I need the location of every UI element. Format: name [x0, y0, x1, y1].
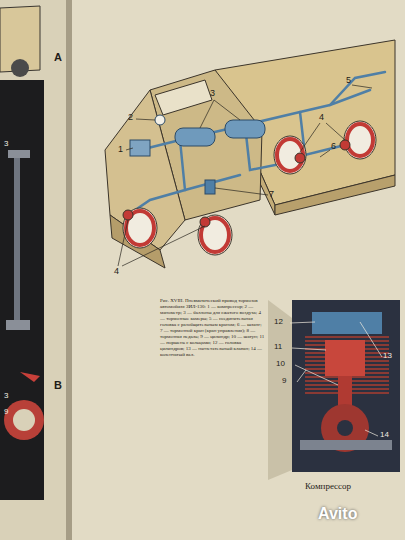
inset-title: Компрессор: [305, 482, 351, 491]
callout-number: 10: [276, 360, 285, 368]
callout-number: 11: [274, 343, 282, 351]
callout-number: 9: [282, 377, 286, 385]
callout-number: 3: [210, 89, 215, 98]
callout-number: 2: [128, 113, 133, 122]
callout-number: 9: [4, 408, 8, 416]
callout-number: 7: [269, 190, 274, 199]
view-letter: А: [54, 52, 62, 63]
callout-number: 14: [380, 431, 389, 439]
watermark: Avito: [318, 506, 357, 522]
callout-number: 13: [383, 352, 392, 360]
callout-number: 12: [274, 318, 283, 326]
callout-number: 4: [114, 267, 119, 276]
callout-number: 4: [319, 113, 324, 122]
callout-number: 6: [331, 142, 336, 151]
callout-number: 1: [118, 145, 123, 154]
callout-number: 5: [346, 76, 351, 85]
callout-number: 3: [4, 140, 8, 148]
figure-caption: Рис. XVIII. Пневматический привод тормоз…: [160, 298, 265, 358]
view-letter: В: [54, 380, 62, 391]
callout-number: 3: [4, 392, 8, 400]
